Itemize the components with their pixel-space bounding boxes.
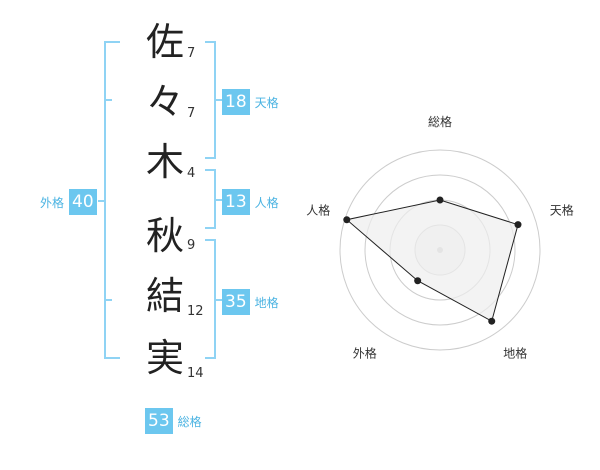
- gaikaku-label: 外格: [40, 195, 65, 210]
- radar-axis-label-2: 天格: [550, 202, 574, 217]
- jinkaku-value: 13: [222, 189, 250, 215]
- radar-axis-label-4: 外格: [353, 346, 377, 361]
- radar-axis-label-3: 地格: [503, 346, 527, 361]
- stroke-count-2: 7: [187, 106, 196, 121]
- chikaku-label: 地格: [254, 295, 279, 310]
- stroke-count-3: 4: [187, 166, 196, 181]
- stroke-count-1: 7: [187, 46, 196, 61]
- radar-axis-label-5: 人格: [306, 202, 330, 217]
- tenkaku-label: 天格: [254, 95, 279, 110]
- radar-point-5: [343, 216, 351, 224]
- name-char-6: 実: [145, 336, 184, 380]
- radar-polygon: [345, 199, 519, 322]
- soukaku-box: 53 総格: [145, 408, 202, 434]
- name-char-5: 結: [145, 274, 184, 318]
- stroke-count-5: 12: [187, 304, 204, 319]
- radar-axis-label-1: 総格: [428, 114, 452, 129]
- radar-point-1: [436, 196, 444, 204]
- stroke-count-4: 9: [187, 238, 196, 253]
- chikaku-value: 35: [222, 289, 250, 315]
- radar-point-3: [488, 317, 496, 325]
- soukaku-value: 53: [145, 408, 173, 434]
- jinkaku-label: 人格: [254, 195, 279, 210]
- name-char-2: 々: [145, 80, 184, 124]
- soukaku-label: 総格: [177, 414, 202, 429]
- tenkaku-box: 18 天格: [222, 89, 279, 115]
- radar-point-4: [414, 277, 422, 285]
- gaikaku-value: 40: [69, 189, 97, 215]
- jinkaku-box: 13 人格: [222, 189, 279, 215]
- radar-ring-4: [339, 149, 541, 351]
- tenkaku-value: 18: [222, 89, 250, 115]
- radar-point-2: [514, 221, 522, 229]
- name-char-4: 秋: [145, 214, 184, 258]
- chikaku-box: 35 地格: [222, 289, 279, 315]
- name-char-1: 佐: [145, 20, 184, 64]
- stroke-count-6: 14: [187, 366, 204, 381]
- gaikaku-box: 外格 40: [40, 189, 97, 215]
- name-char-3: 木: [145, 140, 184, 184]
- radar-ring-3: [364, 174, 516, 326]
